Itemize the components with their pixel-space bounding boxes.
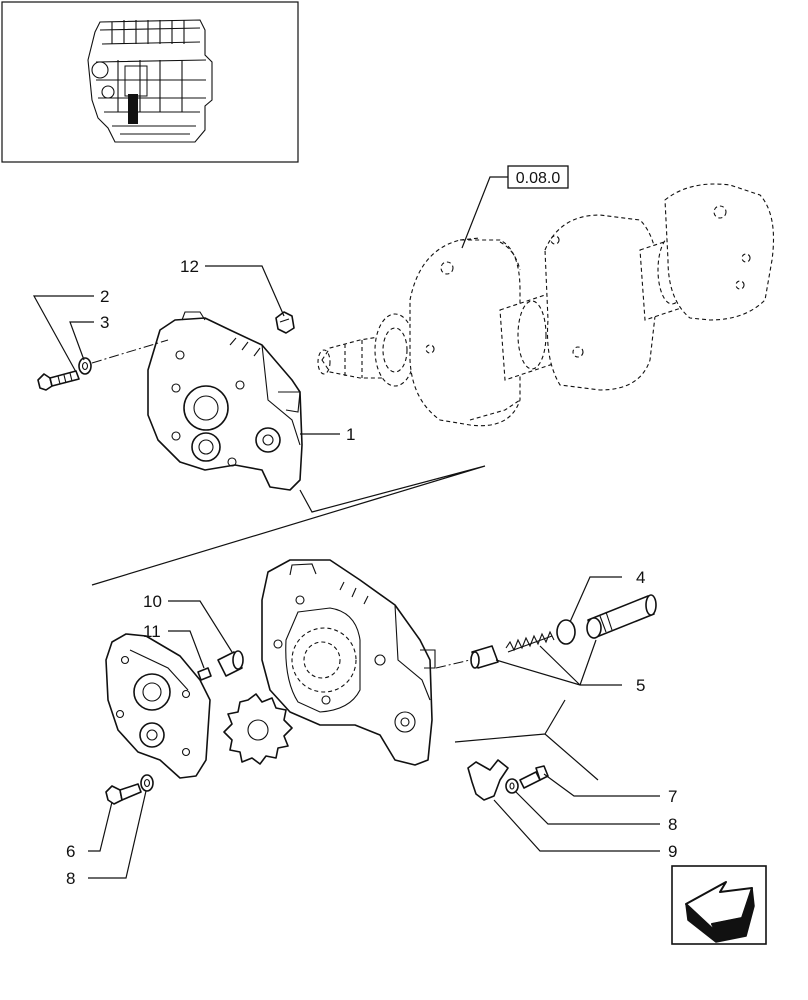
crankshaft-reference-box: 0.08.0 (461, 165, 569, 249)
callout-numbers: 2 3 12 1 4 5 10 11 6 8 7 8 9 (66, 257, 677, 888)
callout-2: 2 (100, 287, 109, 306)
relief-valve-plug (586, 594, 657, 639)
callout-7: 7 (668, 787, 677, 806)
callout-4: 4 (636, 568, 645, 587)
exploded-group-bracket (91, 465, 486, 586)
part-12-clip (275, 311, 295, 334)
oil-pump-assembly (147, 311, 303, 491)
highlighted-part-marker (128, 94, 138, 124)
engine-thumbnail-drawing (87, 19, 213, 143)
relief-valve-piston (470, 645, 499, 669)
part-4-snap-ring (556, 619, 576, 645)
callout-11: 11 (143, 622, 161, 641)
reference-label: 0.08.0 (516, 170, 561, 187)
callout-8-left: 8 (66, 869, 75, 888)
callout-3: 3 (100, 313, 109, 332)
callout-5: 5 (636, 676, 645, 695)
relief-valve-spring (505, 630, 555, 653)
valve-group-bracket (454, 699, 599, 781)
previous-page-arrow-icon[interactable] (671, 865, 767, 945)
part-3-washer (78, 357, 92, 375)
pump-cover-plate (105, 633, 211, 779)
part-6-bolt (105, 783, 142, 805)
callout-6: 6 (66, 842, 75, 861)
callout-9: 9 (668, 842, 677, 861)
part-11-dowel (197, 667, 212, 681)
part-8-washer-left (140, 774, 154, 792)
callout-1: 1 (346, 425, 355, 444)
internal-gear-outline (291, 627, 357, 693)
leader-lines (32, 265, 660, 879)
valve-axis-line (435, 659, 471, 669)
crankshaft (317, 183, 775, 427)
part-2-bolt (37, 370, 80, 391)
bolt-axis-line (91, 339, 169, 364)
callout-10: 10 (143, 592, 162, 611)
engine-location-thumbnail (1, 1, 299, 163)
part-10-bushing (217, 650, 244, 677)
part-9-retaining-plate (467, 759, 509, 801)
callout-8-right: 8 (668, 815, 677, 834)
part-7-bolt (519, 765, 549, 789)
callout-12: 12 (180, 257, 199, 276)
pump-housing (261, 559, 436, 766)
pump-rotor-gear (223, 693, 293, 765)
part-8-washer-right (505, 778, 519, 794)
